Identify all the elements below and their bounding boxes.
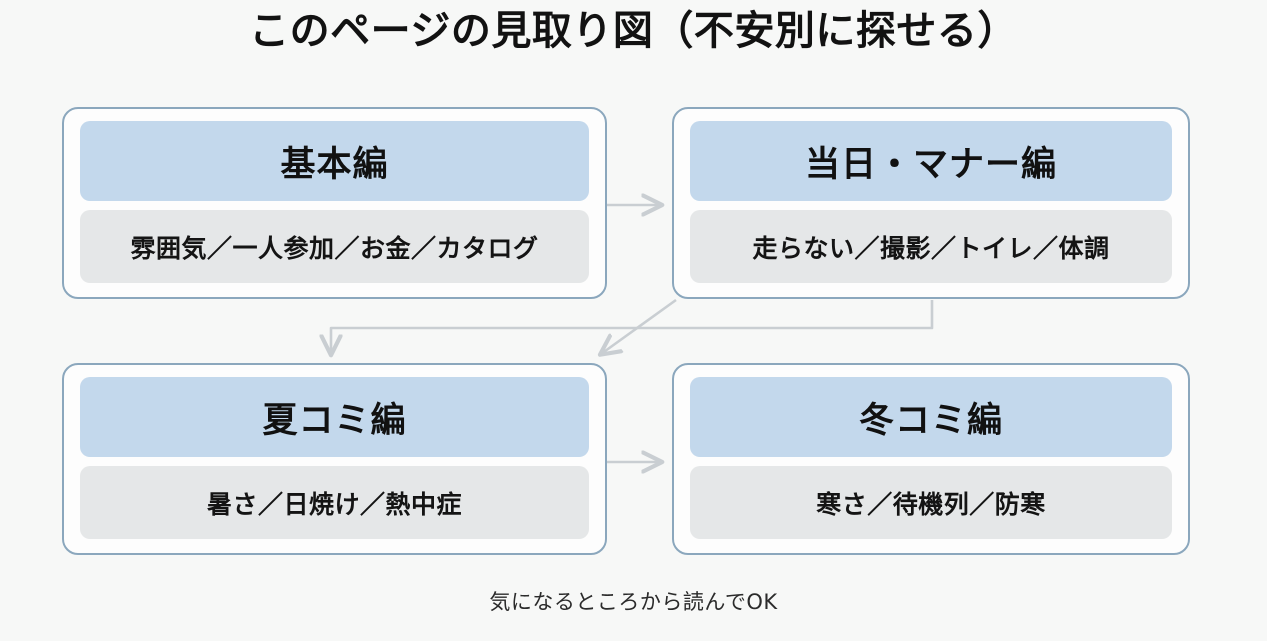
node-day-of-manners[interactable]: 当日・マナー編 走らない／撮影／トイレ／体調 <box>672 107 1190 299</box>
page-title: このページの見取り図（不安別に探せる） <box>249 8 1018 54</box>
node-summer-comiket-body-label: 暑さ／日焼け／熱中症 <box>206 489 462 519</box>
node-day-of-manners-header-label: 当日・マナー編 <box>804 144 1057 185</box>
node-summer-comiket-body: 暑さ／日焼け／熱中症 <box>80 466 589 539</box>
node-summer-comiket-header-label: 夏コミ編 <box>262 400 407 441</box>
node-basics-header-label: 基本編 <box>280 144 389 185</box>
node-winter-comiket-header-label: 冬コミ編 <box>858 400 1003 441</box>
node-basics-body-label: 雰囲気／一人参加／お金／カタログ <box>130 233 539 263</box>
node-winter-comiket-header: 冬コミ編 <box>690 377 1172 457</box>
node-day-of-manners-body: 走らない／撮影／トイレ／体調 <box>690 210 1172 283</box>
node-winter-comiket-body-label: 寒さ／待機列／防寒 <box>816 489 1046 519</box>
footer-note: 気になるところから読んでOK <box>489 590 778 614</box>
connector-manners-to-summer-elbow <box>331 300 934 354</box>
node-winter-comiket[interactable]: 冬コミ編 寒さ／待機列／防寒 <box>672 363 1190 555</box>
node-summer-comiket-header: 夏コミ編 <box>80 377 589 457</box>
node-winter-comiket-body: 寒さ／待機列／防寒 <box>690 466 1172 539</box>
node-day-of-manners-body-label: 走らない／撮影／トイレ／体調 <box>752 233 1110 263</box>
node-basics-header: 基本編 <box>80 121 589 201</box>
node-summer-comiket[interactable]: 夏コミ編 暑さ／日焼け／熱中症 <box>62 363 607 555</box>
node-basics[interactable]: 基本編 雰囲気／一人参加／お金／カタログ <box>62 107 607 299</box>
node-day-of-manners-header: 当日・マナー編 <box>690 121 1172 201</box>
connector-manners-to-summer-diagonal <box>601 298 677 354</box>
node-basics-body: 雰囲気／一人参加／お金／カタログ <box>80 210 589 283</box>
